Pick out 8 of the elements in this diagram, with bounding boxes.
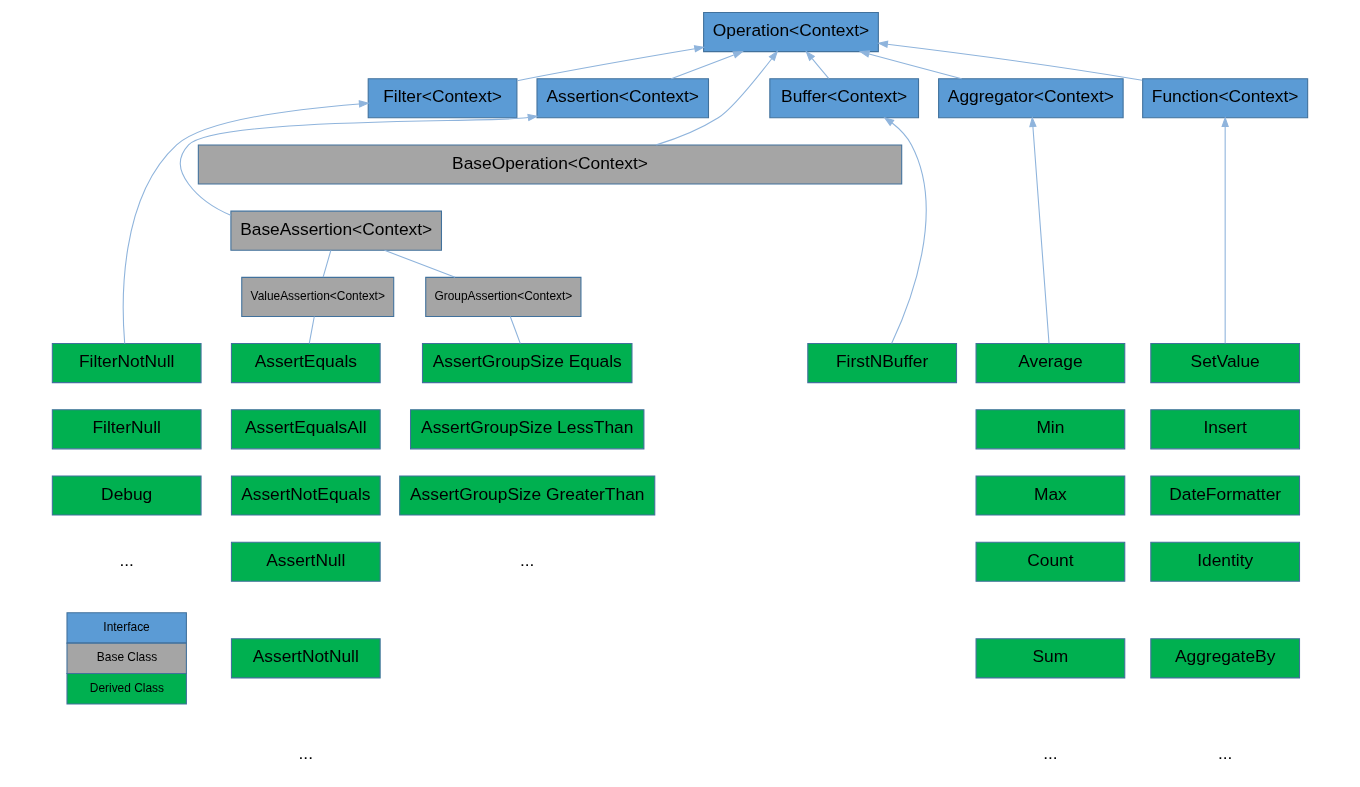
label: ...	[1217, 743, 1233, 764]
legend-label: Derived Class	[89, 680, 165, 695]
label: ...	[119, 549, 134, 570]
legend-label: Base Class	[96, 650, 158, 665]
label: ...	[519, 549, 535, 570]
label: ...	[298, 743, 314, 764]
label: ...	[1043, 743, 1058, 764]
legend-label: Interface	[103, 620, 150, 634]
